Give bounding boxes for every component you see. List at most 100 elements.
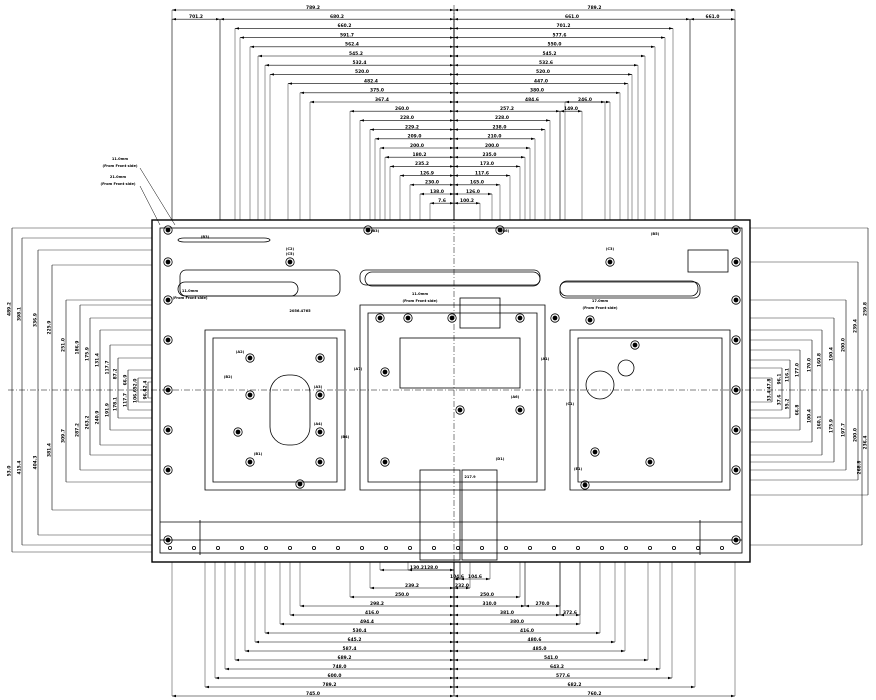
bottom-dimension-label: 577.6 xyxy=(556,673,570,679)
bottom-dimension-label: 270.0 xyxy=(536,601,550,607)
top-dimension-label: 229.2 xyxy=(405,124,419,130)
bottom-dimension-label: 232.0 xyxy=(455,583,469,589)
callout-label: (A3) xyxy=(314,385,323,389)
callout-label: (A6) xyxy=(511,395,520,399)
top-dimension-label: 210.0 xyxy=(488,134,502,140)
left-dimension-label: 251.0 xyxy=(61,338,67,352)
top-dimension-label: 138.0 xyxy=(430,189,444,195)
top-dimension-label: 562.4 xyxy=(345,42,359,48)
right-dimension-label: 37.6 xyxy=(777,395,783,406)
right-dimension-label: 239.4 xyxy=(853,319,859,333)
note-text: 11.0mm xyxy=(182,289,199,293)
right-dimension-label: 268.8 xyxy=(857,461,863,475)
bottom-dimension-label: 104.6 xyxy=(450,574,464,580)
callout-label: (B5) xyxy=(651,232,660,236)
bottom-dimension-label: 530.4 xyxy=(353,628,367,634)
note-text: (From Front side) xyxy=(102,164,137,168)
top-dimension-label: 661.0 xyxy=(565,14,579,20)
bottom-dimension-label: 372.6 xyxy=(563,610,577,616)
bottom-dimension-label: 381.0 xyxy=(500,610,514,616)
top-dimension-label: 789.2 xyxy=(306,5,320,11)
right-dimension-label: 197.7 xyxy=(841,423,847,437)
top-dimension-label: 447.0 xyxy=(534,78,548,84)
left-dimension-label: 336.9 xyxy=(33,313,39,327)
top-dimension-label: 200.0 xyxy=(485,143,499,149)
top-dimension-label: 577.6 xyxy=(553,32,567,38)
bottom-dimension-label: 748.0 xyxy=(333,664,347,670)
bottom-dimension-label: 380.0 xyxy=(510,619,524,625)
callout-label: (B3) xyxy=(371,229,380,233)
callout-label: (B1) xyxy=(254,452,263,456)
bottom-dimension-label: 239.2 xyxy=(405,583,419,589)
callout-label: (D1) xyxy=(496,457,505,461)
bottom-dimension-label: 416.0 xyxy=(365,610,379,616)
top-dimension-label: 149.0 xyxy=(564,106,578,112)
left-dimension-label: 131.4 xyxy=(95,353,101,367)
note-text: (From Front side) xyxy=(582,306,617,310)
bottom-dimension-label: 104.6 xyxy=(468,574,482,580)
top-dimension-label: 591.7 xyxy=(340,32,354,38)
top-dimension-label: 209.0 xyxy=(408,134,422,140)
left-dimension-label: 404.3 xyxy=(33,456,39,470)
left-dimension-label: 117.7 xyxy=(105,361,111,375)
top-dimension-label: 701.2 xyxy=(189,14,203,20)
top-dimension-label: 660.2 xyxy=(338,23,352,29)
left-dimension-label: 415.4 xyxy=(17,461,23,475)
bottom-dimension-label: 600.0 xyxy=(328,673,342,679)
top-dimension-label: 228.0 xyxy=(400,115,414,121)
bottom-dimension-label: 250.0 xyxy=(480,592,494,598)
bottom-dimension-label: 494.4 xyxy=(360,619,374,625)
right-dimension-label: 55.2 xyxy=(785,399,791,410)
top-dimension-label: 200.0 xyxy=(410,143,424,149)
right-dimension-label: 175.9 xyxy=(829,419,835,433)
top-dimension-label: 100.2 xyxy=(460,198,474,204)
right-dimension-label: 200.0 xyxy=(853,428,859,442)
side-notes: 11.0mm (From Front side) 21.0mm (From Front… xyxy=(100,157,617,479)
right-dimension-label: 66.8 xyxy=(795,405,801,416)
top-dimension-label: 520.0 xyxy=(355,69,369,75)
bottom-dimension-label: 645.2 xyxy=(348,637,362,643)
left-dimension-label: 178.1 xyxy=(113,397,119,411)
top-dimension-label: 680.2 xyxy=(330,14,344,20)
right-dimension-label: 170.0 xyxy=(807,358,813,372)
top-dimension-label: 246.0 xyxy=(578,97,592,103)
callout-label: (E1) xyxy=(574,467,583,471)
callout-labels: (B1)(B3)(C5)(B3)(B6)(B5)(A2)(A1)(B2)(C1)… xyxy=(201,229,660,471)
top-dimension-label: 484.6 xyxy=(525,97,539,103)
left-dimension-label: 53.0 xyxy=(7,466,13,477)
callout-label: (B4) xyxy=(341,435,350,439)
top-dimension-label: 7.6 xyxy=(438,198,446,204)
left-dimension-label: 12.4 xyxy=(143,381,149,392)
right-dimension-label: 116.1 xyxy=(785,368,791,382)
right-dimension-label: 190.4 xyxy=(829,347,835,361)
bottom-dimension-label: 643.2 xyxy=(550,664,564,670)
callout-label: (C1) xyxy=(566,402,575,406)
top-dimension-label: 520.0 xyxy=(536,69,550,75)
bottom-dimension-label: 298.2 xyxy=(370,601,384,607)
top-dimension-label: 257.2 xyxy=(500,106,514,112)
note-text: 21.0mm xyxy=(110,175,127,179)
left-dimension-label: 489.2 xyxy=(7,302,13,316)
right-dimension-label: 200.0 xyxy=(841,338,847,352)
bottom-dimension-label: 480.6 xyxy=(528,637,542,643)
top-dimension-label: 165.0 xyxy=(470,180,484,186)
top-dimension-label: 701.2 xyxy=(557,23,571,29)
top-dimension-label: 545.2 xyxy=(543,51,557,57)
left-dimension-label: 263.2 xyxy=(85,416,91,430)
left-dimension-label: 52.0 xyxy=(133,379,139,390)
right-dimension-label: 47.8 xyxy=(767,379,773,390)
left-dimension-label: 240.9 xyxy=(95,411,101,425)
bottom-dimension-label: 485.0 xyxy=(533,646,547,652)
callout-label: (B3) xyxy=(201,235,210,239)
top-dimension-label: 180.2 xyxy=(413,152,427,158)
callout-label: (A4) xyxy=(314,422,323,426)
note-text: 17.0mm xyxy=(592,299,609,303)
note-text: 2056.4765 xyxy=(289,309,311,313)
top-dimension-label: 117.6 xyxy=(475,170,489,176)
top-dimension-label: 230.0 xyxy=(425,180,439,186)
callout-label: (C5) xyxy=(286,252,295,256)
bottom-dimension-label: 587.4 xyxy=(343,646,357,652)
top-dimension-label: 375.0 xyxy=(370,88,384,94)
left-dimension-label: 96.6 xyxy=(143,389,149,400)
